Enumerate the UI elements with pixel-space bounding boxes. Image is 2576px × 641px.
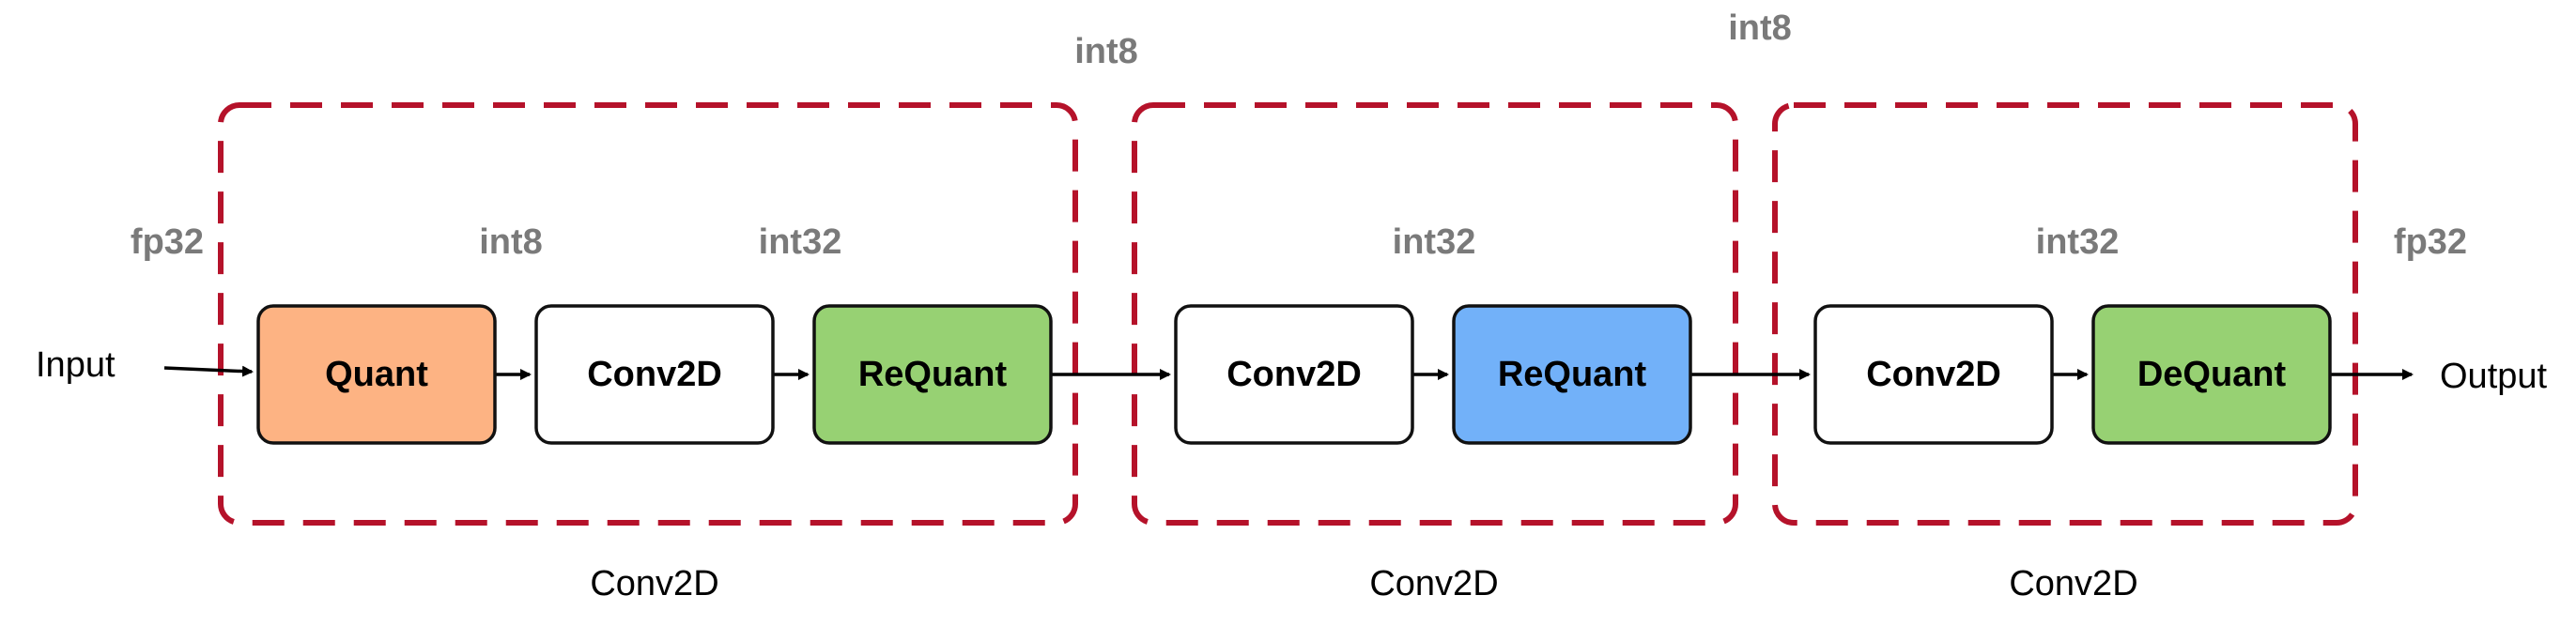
conv2d-block-3: [1813, 304, 2054, 445]
requant-block-2: [1452, 304, 1692, 445]
conv2d-block-2: [1174, 304, 1414, 445]
dtype-group-1-boundary-int8: int8: [1074, 32, 1138, 71]
dtype-after-conv-2-int32: int32: [1393, 222, 1476, 262]
group-caption-2: Conv2D: [1369, 564, 1498, 603]
group-caption-3: Conv2D: [2009, 564, 2137, 603]
group-caption-1: Conv2D: [590, 564, 718, 603]
requant-label-1: ReQuant: [858, 355, 1008, 394]
quant-label: Quant: [325, 355, 428, 394]
input-label: Input: [36, 345, 116, 385]
conv2d-label-3: Conv2D: [1866, 355, 2001, 394]
dtype-output-fp32: fp32: [2394, 222, 2467, 262]
requant-label-2: ReQuant: [1498, 355, 1647, 394]
group-box-2: [1132, 102, 1738, 526]
dtype-input-fp32: fp32: [131, 222, 204, 262]
arrow-input-to-quant: [163, 365, 254, 377]
conv2d-label-2: Conv2D: [1226, 355, 1362, 394]
requant-block-1: [812, 304, 1053, 445]
output-label: Output: [2440, 357, 2548, 396]
dtype-after-conv-3-int32: int32: [2036, 222, 2120, 262]
group-box-3: [1772, 102, 2358, 526]
dequant-block: [2091, 304, 2332, 445]
group-box-1: [218, 102, 1078, 526]
dequant-label: DeQuant: [2137, 355, 2287, 394]
dtype-group-2-boundary-int8: int8: [1728, 8, 1792, 48]
quant-block: [256, 304, 497, 445]
dtype-after-conv-1-int32: int32: [759, 222, 842, 262]
dtype-after-quant-int8: int8: [479, 222, 543, 262]
conv2d-block-1: [534, 304, 775, 445]
conv2d-label-1: Conv2D: [587, 355, 722, 394]
